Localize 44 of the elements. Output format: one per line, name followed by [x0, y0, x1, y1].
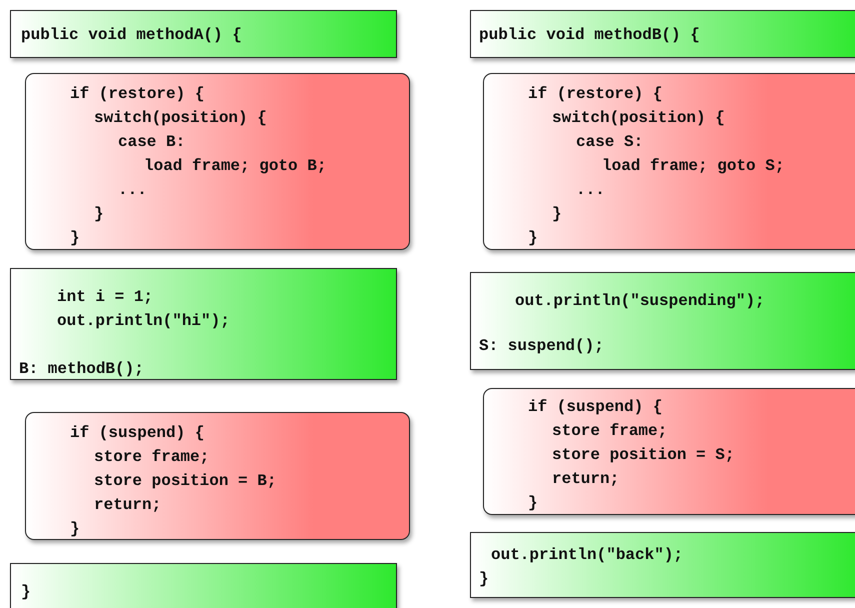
- code-line: S: suspend();: [479, 336, 604, 356]
- code-line: switch(position) {: [94, 108, 267, 128]
- code-line: store frame;: [552, 421, 668, 441]
- code-line: ...: [576, 180, 605, 200]
- code-line: if (restore) {: [70, 84, 204, 104]
- code-line: int i = 1;: [57, 287, 154, 307]
- code-block: [25, 412, 410, 540]
- code-line: }: [528, 493, 538, 513]
- code-line: public void methodB() {: [479, 25, 700, 45]
- code-block: [483, 73, 855, 250]
- code-line: store frame;: [94, 447, 210, 467]
- code-line: load frame; goto B;: [144, 156, 326, 176]
- code-line: case B:: [118, 132, 186, 152]
- code-line: if (suspend) {: [70, 423, 204, 443]
- code-line: return;: [552, 469, 620, 489]
- code-line: out.println("hi");: [57, 311, 230, 331]
- code-line: return;: [94, 495, 162, 515]
- code-line: }: [552, 204, 562, 224]
- code-line: switch(position) {: [552, 108, 725, 128]
- code-block: [25, 73, 410, 250]
- code-line: }: [94, 204, 104, 224]
- code-line: case S:: [576, 132, 644, 152]
- code-line: out.println("suspending");: [515, 291, 765, 311]
- code-block: [470, 532, 855, 598]
- code-line: ...: [118, 180, 147, 200]
- code-line: }: [70, 228, 80, 248]
- code-block: [10, 563, 397, 608]
- code-block: [10, 10, 397, 58]
- code-line: public void methodA() {: [21, 25, 242, 45]
- code-line: store position = S;: [552, 445, 734, 465]
- code-line: B: methodB();: [19, 359, 144, 379]
- code-line: out.println("back");: [491, 545, 684, 565]
- code-line: }: [479, 569, 489, 589]
- code-block: [10, 268, 397, 380]
- code-line: store position = B;: [94, 471, 276, 491]
- code-line: }: [528, 228, 538, 248]
- code-line: }: [70, 519, 80, 539]
- code-block: [483, 388, 855, 515]
- code-line: if (restore) {: [528, 84, 662, 104]
- code-block: [470, 272, 855, 370]
- code-block: [470, 10, 855, 58]
- code-line: load frame; goto S;: [602, 156, 784, 176]
- code-line: if (suspend) {: [528, 397, 662, 417]
- code-line: }: [21, 582, 31, 602]
